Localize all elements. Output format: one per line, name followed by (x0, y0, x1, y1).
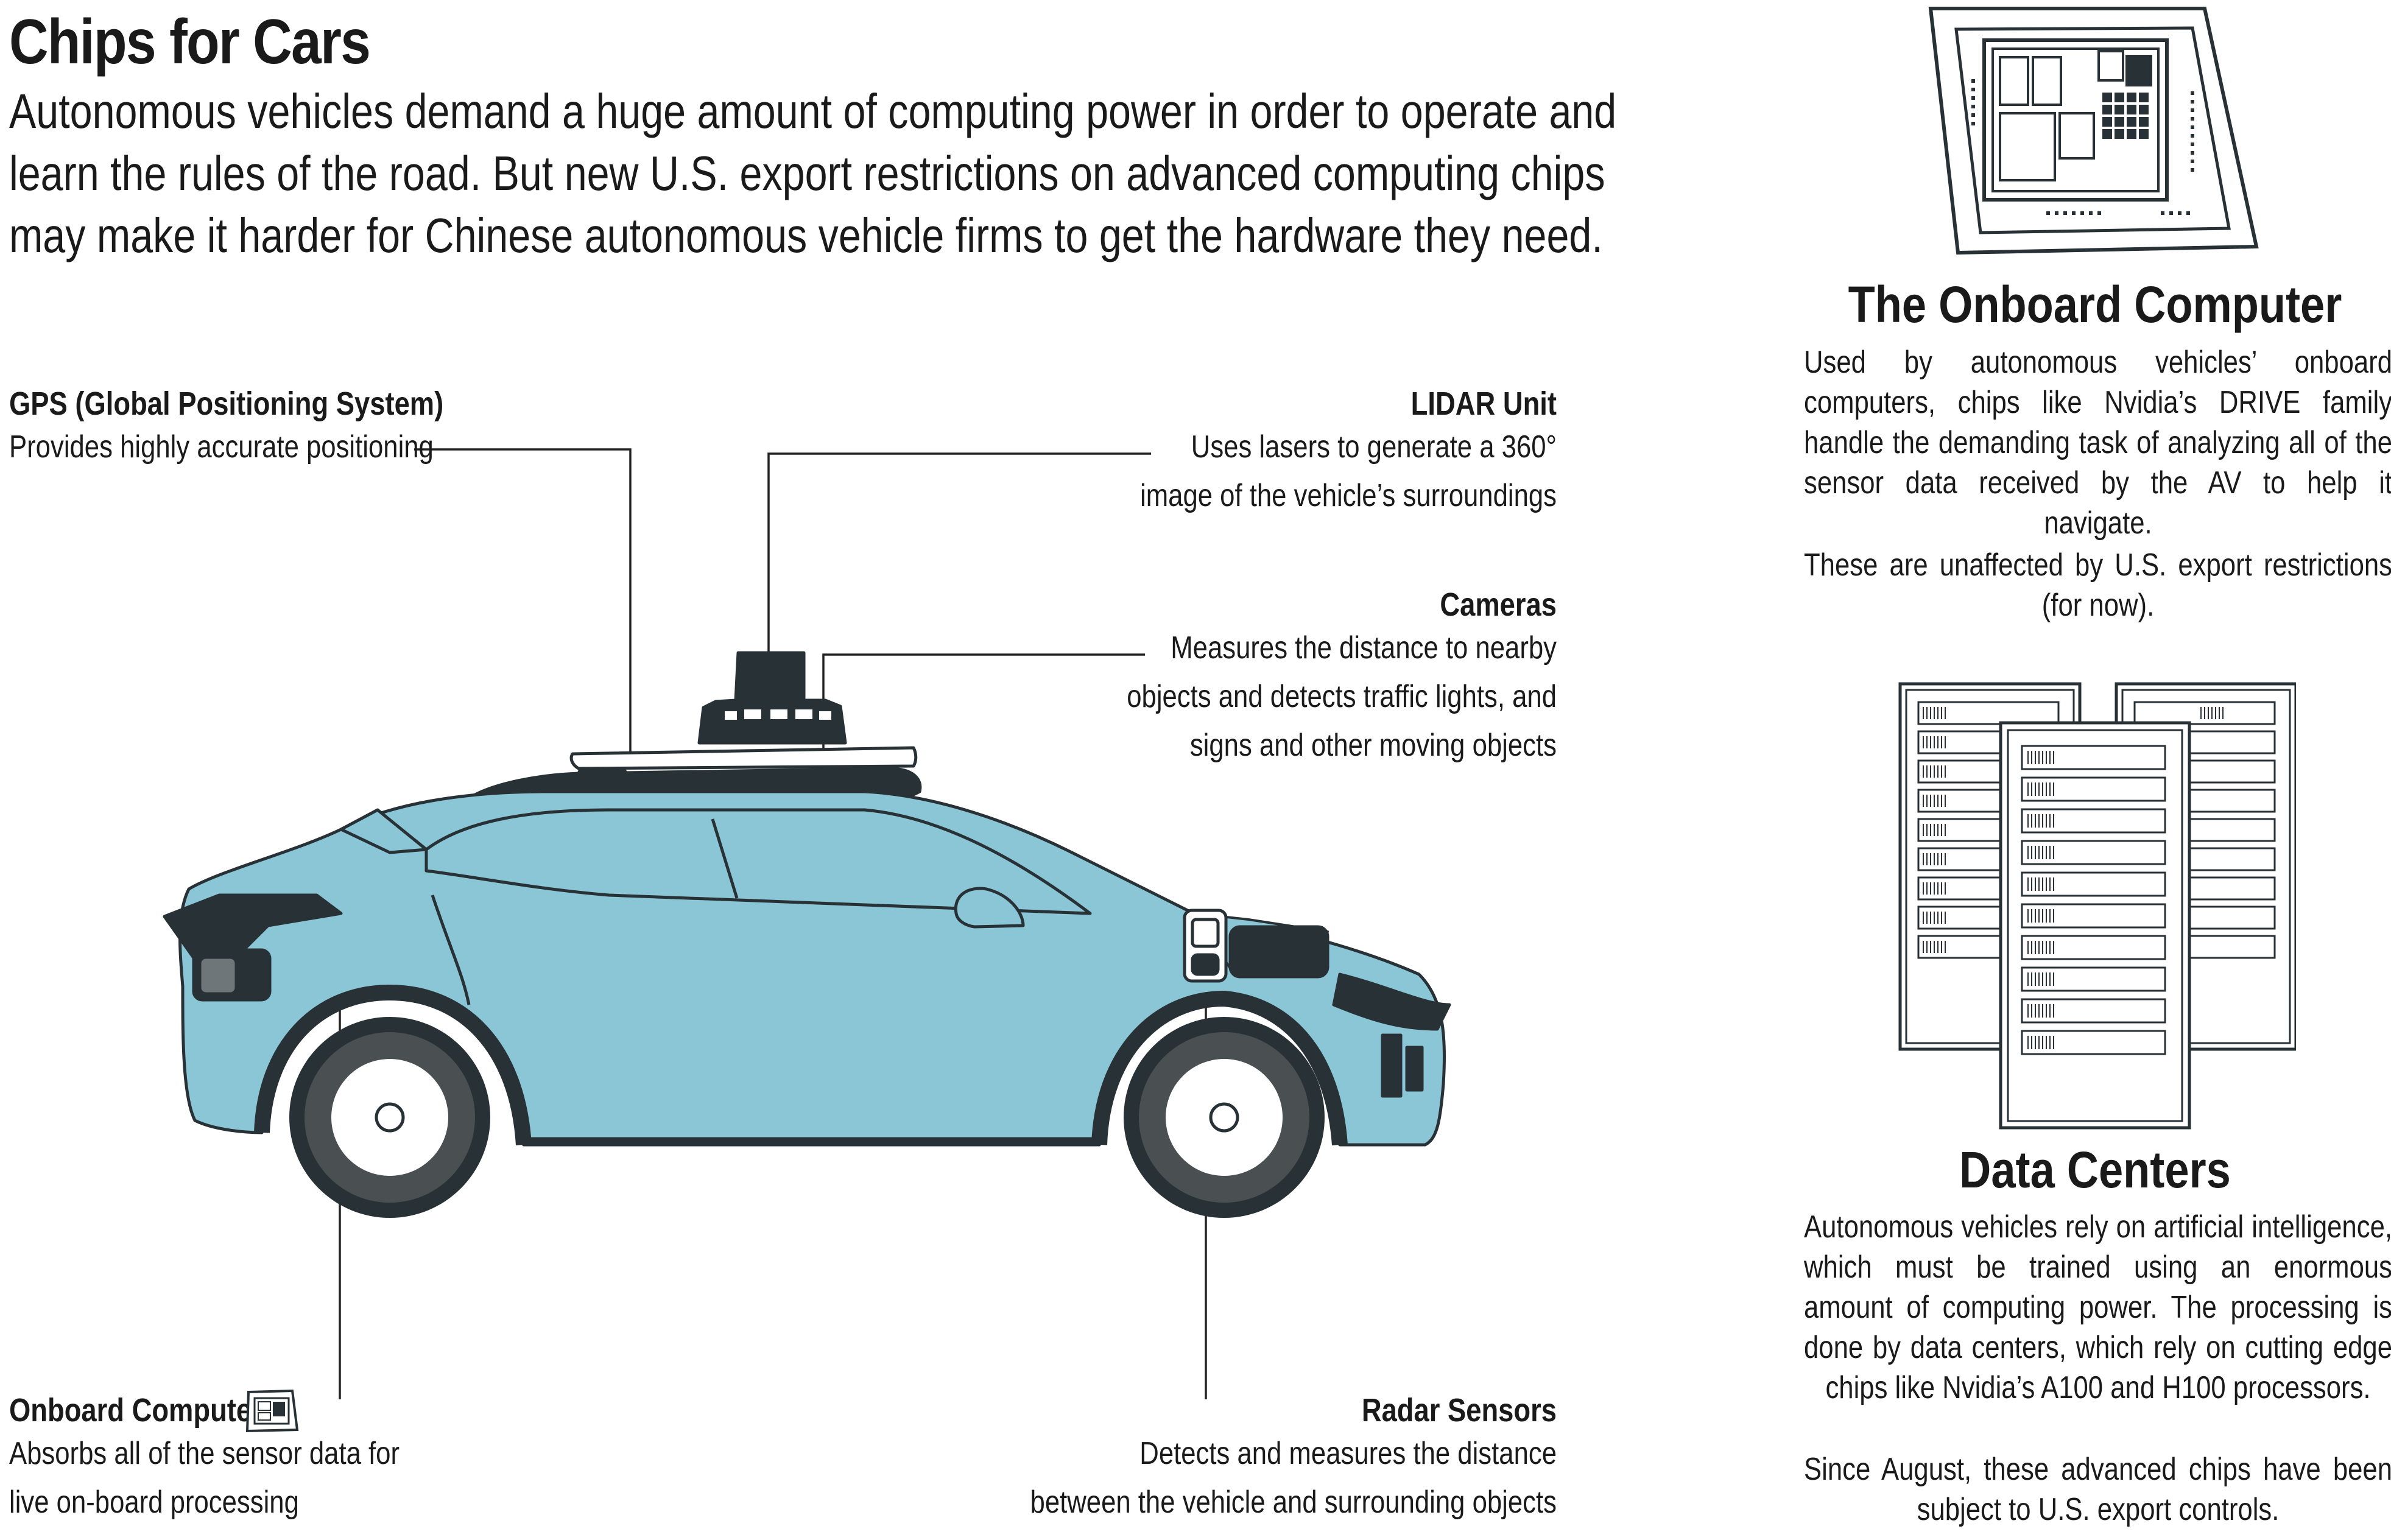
data-centers-note: Since August, these advanced chips have … (1804, 1452, 2391, 1527)
cameras-text-line: objects and detects traffic lights, and (1127, 679, 1557, 714)
lidar-leader-line (767, 452, 1151, 658)
lidar-label: LIDAR Unit Uses lasers to generate a 360… (1009, 385, 1557, 520)
onboard-computer-heading: The Onboard Computer (1848, 276, 2342, 333)
autonomous-car-icon (163, 651, 1451, 1147)
radar-sensors-label: Radar Sensors Detects and measures the d… (826, 1391, 1557, 1527)
gps-leader-line (414, 448, 632, 755)
onboard-computer-note: These are unaffected by U.S. export rest… (1804, 547, 2391, 623)
data-centers-heading: Data Centers (1959, 1141, 2231, 1198)
onboard-computer-text-line: live on-board processing (9, 1485, 299, 1520)
intro-line: Autonomous vehicles demand a huge amount… (9, 84, 1617, 138)
server-rack-icon (1898, 682, 2296, 1130)
chip-icon (1928, 6, 2259, 255)
radar-sensors-text-line: Detects and measures the distance (1139, 1436, 1557, 1471)
lidar-text-line: image of the vehicle’s surroundings (1140, 478, 1557, 513)
page-title: Chips for Cars (9, 7, 371, 77)
onboard-computer-label: Onboard Computer Absorbs all of the sens… (9, 1391, 474, 1527)
rear-wheel-icon (289, 1017, 490, 1218)
gps-title: GPS (Global Positioning System) (9, 385, 444, 422)
onboard-computer-text-line: Absorbs all of the sensor data for (9, 1436, 400, 1471)
cameras-label: Cameras Measures the distance to nearby … (1009, 586, 1557, 770)
gps-text: Provides highly accurate positioning (9, 429, 434, 465)
cameras-text-line: signs and other moving objects (1189, 728, 1557, 763)
car-illustration (163, 448, 1451, 1399)
lidar-title: LIDAR Unit (1410, 385, 1557, 422)
cameras-title: Cameras (1440, 586, 1557, 623)
radar-sensors-title: Radar Sensors (1361, 1392, 1557, 1429)
intro-paragraph: Autonomous vehicles demand a huge amount… (9, 80, 1617, 267)
front-wheel-icon (1124, 1017, 1325, 1218)
lidar-text-line: Uses lasers to generate a 360° (1191, 429, 1557, 465)
gps-label: GPS (Global Positioning System) Provides… (9, 385, 526, 471)
small-chip-icon (245, 1390, 299, 1433)
onboard-computer-title: Onboard Computer (9, 1392, 262, 1429)
cameras-text-line: Measures the distance to nearby (1171, 630, 1557, 666)
onboard-computer-paragraph: Used by autonomous vehicles’ onboard com… (1804, 345, 2391, 541)
radar-sensors-text-line: between the vehicle and surrounding obje… (1030, 1485, 1557, 1520)
intro-line: may make it harder for Chinese autonomou… (9, 208, 1603, 262)
intro-line: learn the rules of the road. But new U.S… (9, 146, 1605, 200)
data-centers-paragraph: Autonomous vehicles rely on artificial i… (1804, 1209, 2391, 1405)
